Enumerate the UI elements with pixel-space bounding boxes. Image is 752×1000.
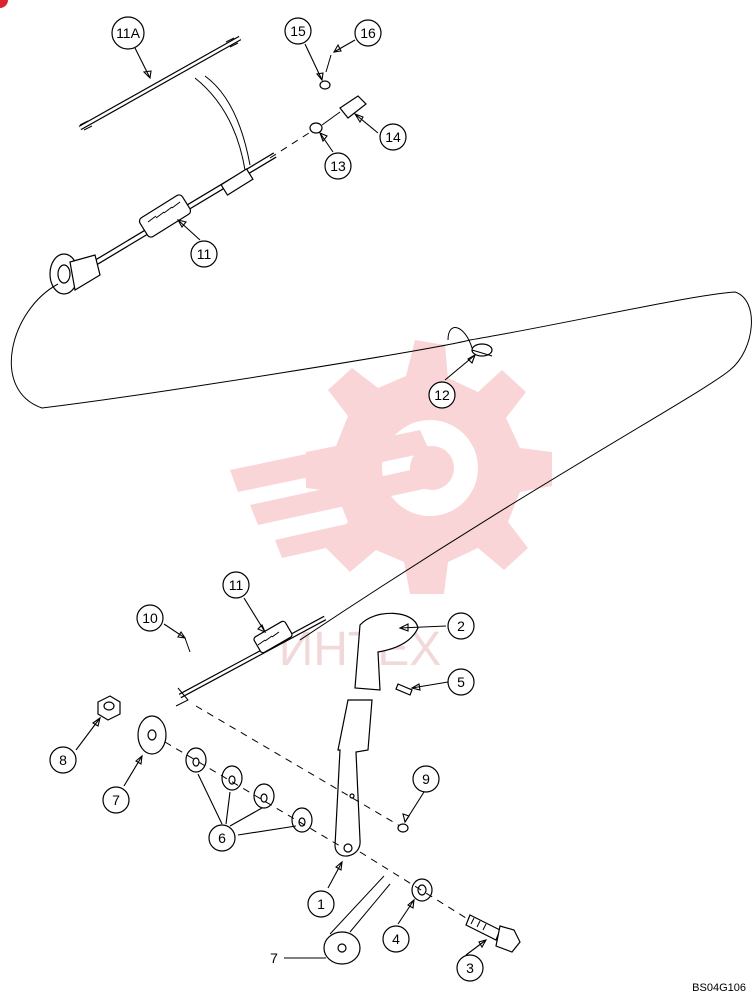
callout-4: 4: [382, 925, 410, 953]
svg-text:12: 12: [434, 387, 450, 403]
callout-7-lower: 7: [270, 950, 278, 966]
cotter-pin-16: [325, 54, 332, 73]
svg-text:2: 2: [457, 618, 465, 634]
callout-10: 10: [136, 604, 164, 632]
nut-8: [97, 695, 121, 721]
svg-text:14: 14: [385, 129, 401, 145]
cable-loop: [10, 283, 752, 641]
svg-text:7: 7: [270, 950, 278, 966]
callout-11-top: 11: [190, 240, 218, 268]
washer-7-lower: [323, 931, 361, 965]
svg-text:8: 8: [59, 752, 67, 768]
spacers-6: [185, 747, 313, 833]
corner-badge: [0, 0, 8, 8]
svg-text:11: 11: [197, 246, 212, 262]
callout-16: 16: [354, 19, 382, 47]
washer-4: [411, 878, 433, 902]
pin-15: [319, 80, 331, 90]
svg-text:11: 11: [229, 577, 244, 593]
svg-text:13: 13: [330, 158, 346, 174]
svg-text:10: 10: [142, 610, 158, 626]
svg-text:11A: 11A: [116, 25, 141, 41]
watermark-gear-icon: [230, 340, 552, 594]
callout-14: 14: [379, 123, 407, 151]
bolt-3: [465, 914, 521, 953]
callout-2: 2: [447, 612, 475, 640]
callout-3: 3: [456, 954, 484, 982]
nut-9: [397, 823, 409, 833]
arrow-heads: [91, 43, 488, 949]
svg-text:6: 6: [218, 830, 226, 846]
control-cable-upper-end: [49, 152, 277, 295]
callout-9: 9: [412, 765, 440, 793]
clevis-14: [321, 95, 367, 126]
bolt-5: [395, 683, 413, 696]
callout-11a: 11A: [111, 16, 145, 50]
callout-11-bottom: 11: [222, 571, 250, 599]
pedal-arm-1: [334, 699, 373, 857]
svg-text:7: 7: [112, 792, 120, 808]
callout-7-upper: 7: [102, 786, 130, 814]
callout-13: 13: [324, 152, 352, 180]
rod-to-cable-arc: [194, 77, 246, 171]
svg-text:5: 5: [457, 674, 465, 690]
svg-text:15: 15: [290, 23, 306, 39]
control-cable-lower-end: [175, 615, 327, 707]
callout-15: 15: [284, 17, 312, 45]
svg-text:3: 3: [466, 960, 474, 976]
svg-text:1: 1: [317, 896, 325, 912]
callout-5: 5: [447, 668, 475, 696]
callout-6: 6: [208, 824, 236, 852]
leader-lines: [75, 39, 487, 959]
callout-12: 12: [428, 381, 456, 409]
cable-clip-12: [447, 327, 493, 357]
svg-text:4: 4: [392, 931, 400, 947]
cotter-pin-10: [184, 637, 191, 653]
callout-8: 8: [49, 746, 77, 774]
threaded-rod-11a: [78, 35, 242, 131]
cable-bracket-2: [354, 612, 419, 691]
diagram-code: BS04G106: [692, 982, 746, 994]
callout-1: 1: [307, 890, 335, 918]
nut-13: [309, 122, 323, 134]
svg-text:9: 9: [422, 771, 430, 787]
washer-7-upper: [137, 715, 167, 755]
svg-text:16: 16: [360, 25, 376, 41]
